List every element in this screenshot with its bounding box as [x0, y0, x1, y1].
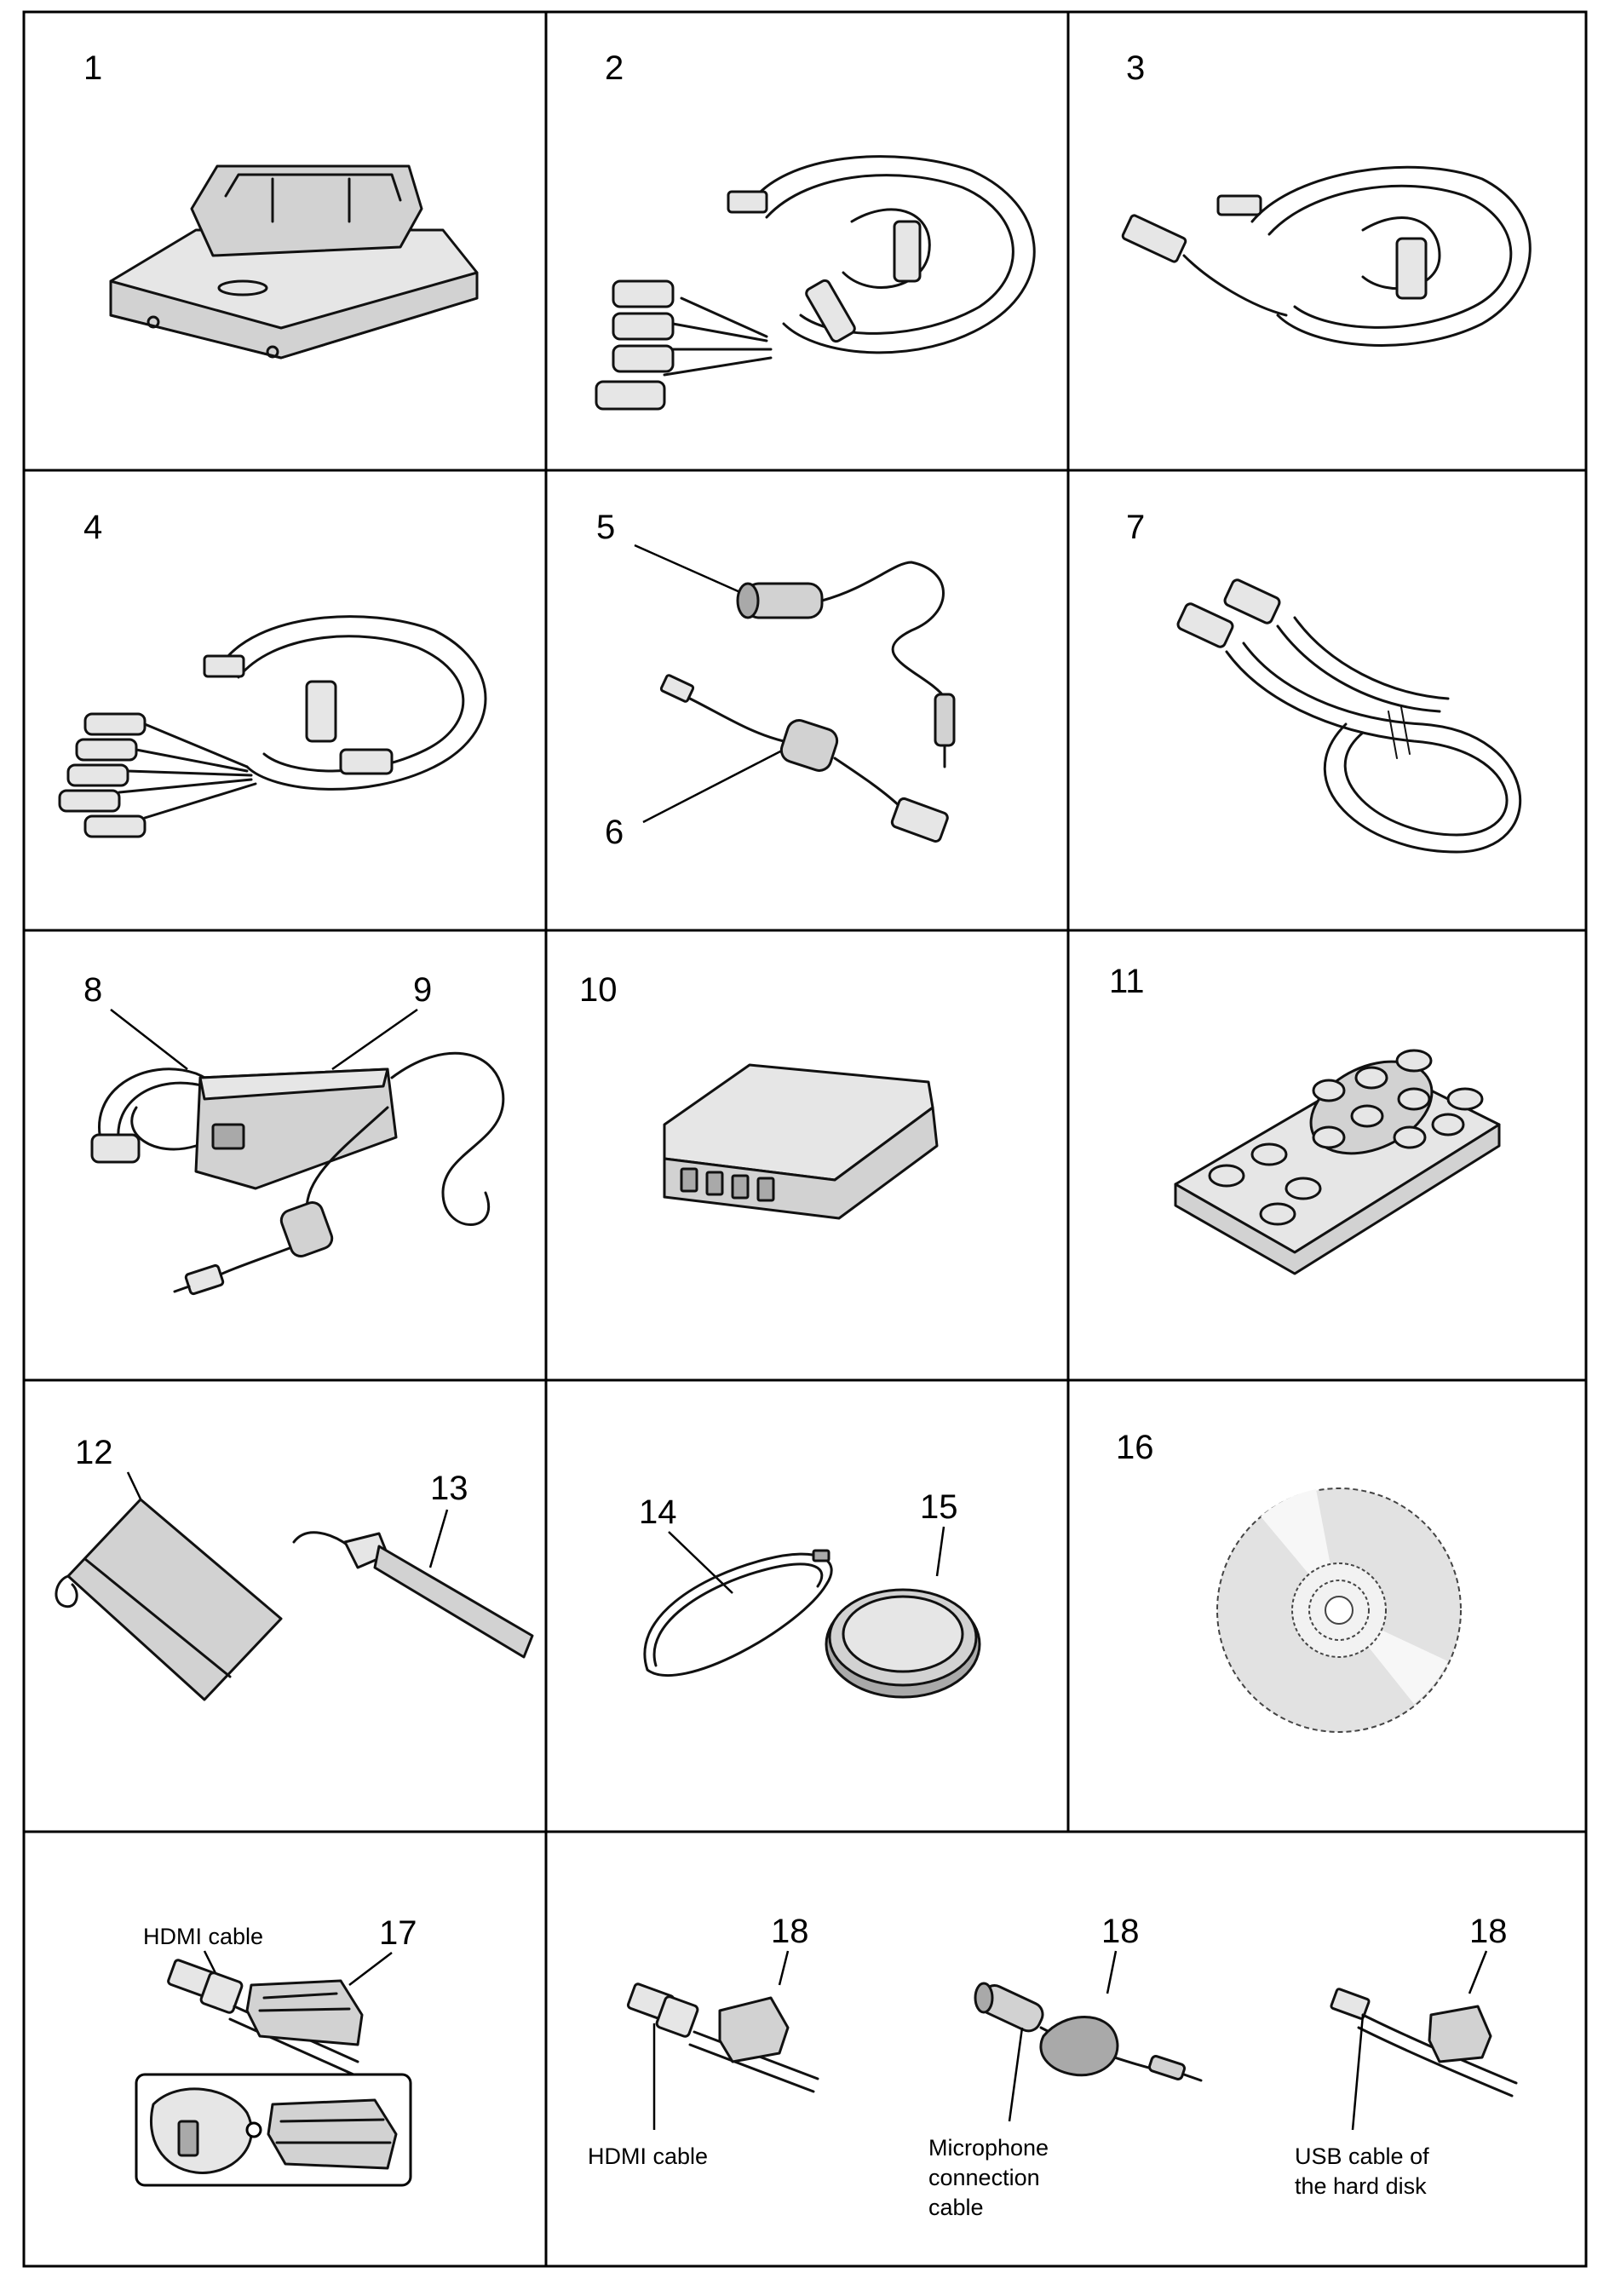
- usb-adapter-illustration: [659, 674, 949, 843]
- cell-3-usb-cable: 3: [1121, 49, 1532, 347]
- pouch-illustration: [55, 1498, 283, 1701]
- item-number-12: 12: [75, 1434, 113, 1471]
- leader-line-8: [110, 1009, 188, 1070]
- remote-illustration: [1174, 1049, 1501, 1275]
- leader-line-18-mic: [1106, 1950, 1118, 1994]
- leader-line-17: [348, 1952, 393, 1986]
- item-number-4: 4: [83, 509, 102, 546]
- cell-8-9-ac-adapter: 8 9: [83, 971, 505, 1296]
- ferrite-core-17-illustration: [167, 1959, 364, 2076]
- caption-microphone-line2: connection: [928, 2165, 1040, 2190]
- item-number-3: 3: [1126, 49, 1145, 87]
- item-number-18-hdmi: 18: [771, 1913, 809, 1950]
- cell-16-cd-rom: 16: [1116, 1429, 1462, 1733]
- component-cable-illustration: [58, 615, 487, 838]
- cell-10-battery: 10: [579, 971, 939, 1220]
- cell-17-ferrite-core: HDMI cable 17: [135, 1914, 417, 2187]
- item-number-13: 13: [430, 1470, 468, 1507]
- caption-hdmi-cable-18: HDMI cable: [588, 2144, 708, 2169]
- cell-4-component-cable: 4: [58, 509, 487, 838]
- neck-strap-illustration: [643, 1549, 833, 1677]
- cell-18-ferrite-applications: 18 18 18 HDMI cable Microphone connectio…: [588, 1913, 1518, 2220]
- item-number-16: 16: [1116, 1429, 1154, 1466]
- av-cable-illustration: [595, 155, 1036, 411]
- leader-line-9: [331, 1008, 418, 1071]
- ferrite-inset-box: [135, 2073, 412, 2187]
- item-number-18-usb: 18: [1469, 1913, 1508, 1950]
- cell-14-15-strap-lenscap: 14 15: [639, 1488, 981, 1699]
- item-number-11: 11: [1109, 963, 1145, 1000]
- leader-line-18-usb: [1468, 1950, 1488, 1994]
- cd-illustration: [1216, 1488, 1462, 1733]
- cell-5-6-adapters: 5 6: [596, 509, 956, 851]
- strap-illustration: [292, 1531, 534, 1659]
- leader-line-6: [642, 748, 785, 824]
- caption-usb-line1: USB cable of: [1295, 2144, 1429, 2169]
- item-number-10: 10: [579, 971, 618, 1009]
- leader-line-5: [634, 544, 750, 598]
- cell-12-13-pouch-strap: 12 13: [55, 1434, 534, 1701]
- grid-frame: [22, 10, 1588, 2268]
- caption-hdmi-cable-17: HDMI cable: [143, 1924, 263, 1949]
- item-number-5: 5: [596, 509, 615, 546]
- item-number-2: 2: [605, 49, 624, 87]
- item-number-15: 15: [920, 1488, 958, 1526]
- lens-cap-illustration: [825, 1588, 981, 1699]
- item-number-7: 7: [1126, 509, 1145, 546]
- caption-microphone-line3: cable: [928, 2195, 984, 2220]
- item-number-9: 9: [413, 971, 432, 1009]
- leader-line-14: [668, 1531, 733, 1594]
- ac-adapter-illustration: [90, 1051, 505, 1296]
- item-number-1: 1: [83, 49, 102, 87]
- caption-microphone-line1: Microphone: [928, 2135, 1049, 2161]
- item-number-8: 8: [83, 971, 102, 1009]
- cell-1-cradle: 1: [83, 49, 479, 360]
- cell-2-av-cable: 2: [595, 49, 1036, 411]
- leader-line-18-hdmi: [778, 1950, 790, 1986]
- item-number-17: 17: [379, 1914, 417, 1952]
- ferrite-usb-illustration: [1330, 1988, 1518, 2131]
- ferrite-hdmi-illustration: [626, 1982, 819, 2130]
- caption-usb-line2: the hard disk: [1295, 2173, 1427, 2199]
- cell-7-cable: 7: [1126, 509, 1522, 854]
- cell-11-remote-control: 11: [1109, 963, 1501, 1275]
- battery-illustration: [663, 1063, 939, 1220]
- item-number-6: 6: [605, 814, 624, 851]
- cradle-illustration: [109, 164, 479, 360]
- usb-cable-illustration: [1121, 165, 1532, 347]
- ferrite-mic-illustration: [974, 1982, 1203, 2122]
- item-number-18-mic: 18: [1101, 1913, 1140, 1950]
- cable-7-illustration: [1176, 578, 1522, 854]
- item-number-14: 14: [639, 1493, 677, 1531]
- leader-line-13: [428, 1509, 449, 1568]
- mic-cable-illustration: [736, 561, 956, 768]
- leader-line-15: [935, 1526, 945, 1577]
